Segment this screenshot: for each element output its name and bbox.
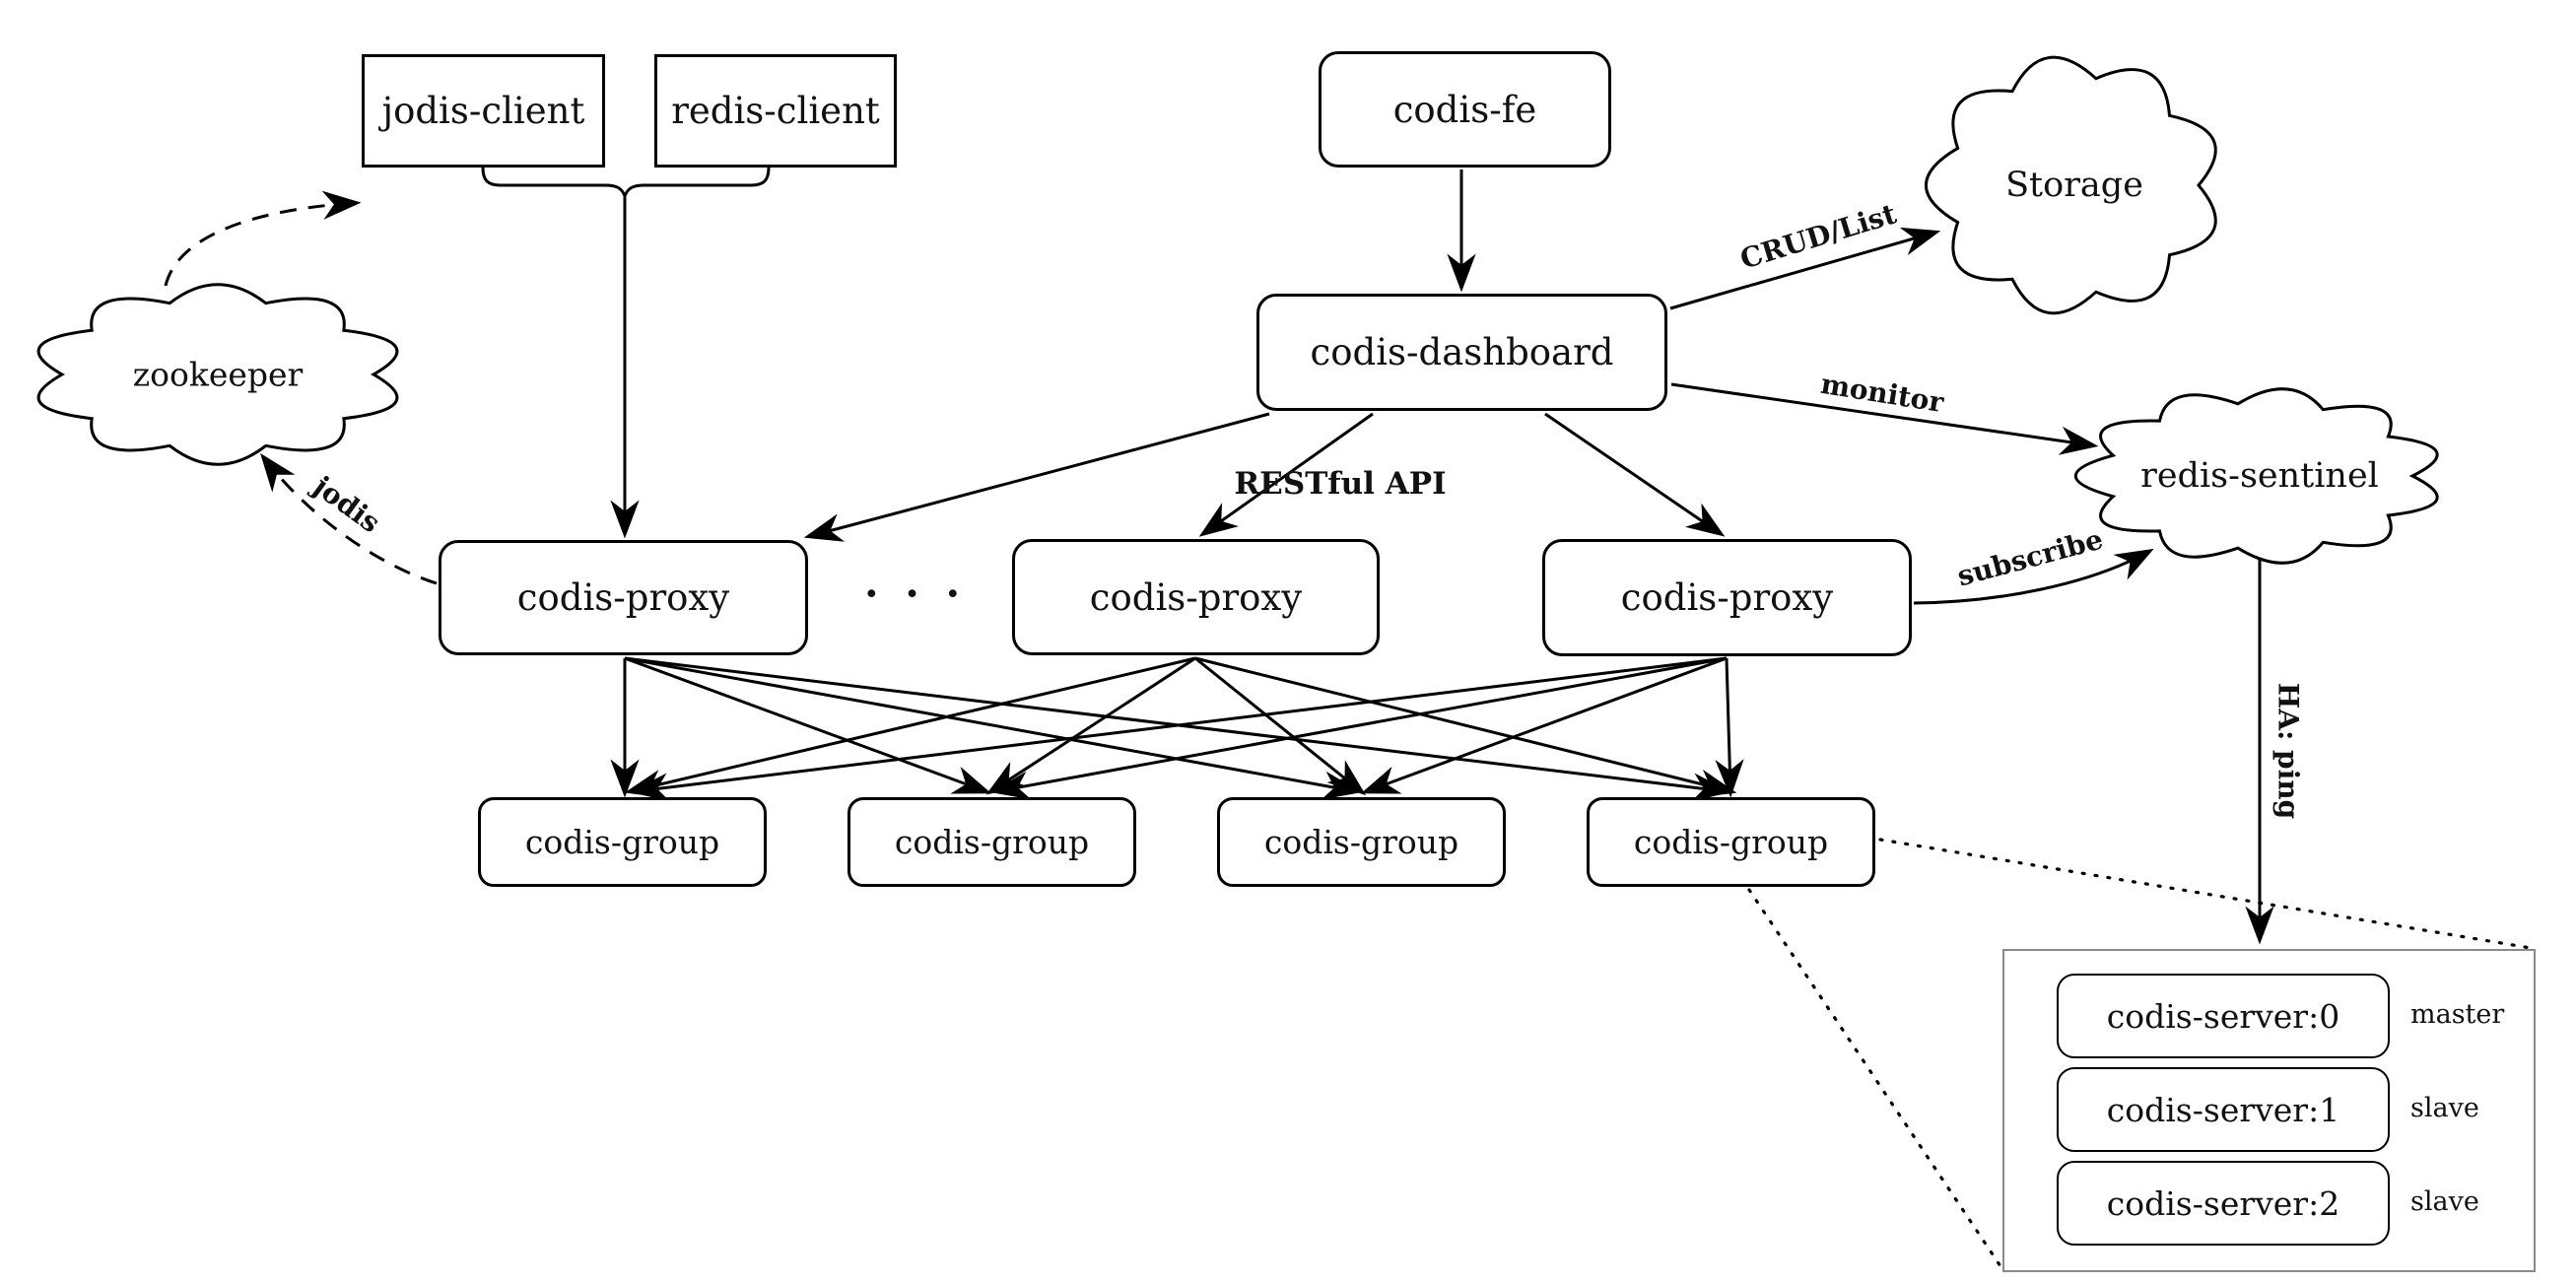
edge-proxy2-group3 xyxy=(1194,656,1367,796)
edge-dashboard-to-sentinel xyxy=(1670,382,2099,455)
edge-group4-container-bottom-dotted xyxy=(1747,888,2004,1271)
redis-sentinel-cloud xyxy=(2074,387,2439,565)
node-codis-group-2: codis-group xyxy=(847,797,1136,887)
edge-proxy2-group4 xyxy=(1194,656,1737,798)
redis-sentinel-cloud-label: redis-sentinel xyxy=(2140,456,2379,496)
node-codis-group-3: codis-group xyxy=(1217,797,1506,887)
edge-dashboard-to-storage xyxy=(1669,227,1941,310)
node-codis-server-1-label: codis-server:1 xyxy=(2106,1090,2340,1129)
node-codis-fe-label: codis-fe xyxy=(1392,88,1537,131)
storage-cloud-label: Storage xyxy=(2005,166,2143,205)
node-codis-proxy-2: codis-proxy xyxy=(1012,539,1380,655)
node-codis-group-1-label: codis-group xyxy=(524,823,720,861)
edge-label-ha-ping: HA: ping xyxy=(2271,682,2305,820)
node-codis-server-0: codis-server:0 xyxy=(2057,974,2390,1058)
node-codis-proxy-3-label: codis-proxy xyxy=(1620,576,1834,619)
node-redis-client: redis-client xyxy=(654,54,897,168)
node-codis-server-1: codis-server:1 xyxy=(2057,1067,2390,1152)
edge-proxy3-group4 xyxy=(1715,657,1744,798)
edge-proxy3-group2 xyxy=(990,656,1728,800)
edge-zookeeper-to-jodis-client-dashed xyxy=(164,190,362,287)
edge-group4-container-top-dotted xyxy=(1878,838,2533,950)
edge-proxy1-group3 xyxy=(624,656,1362,800)
edge-proxy1-group2 xyxy=(624,656,992,794)
edge-proxy2-group2 xyxy=(985,656,1196,795)
zookeeper-cloud-label: zookeeper xyxy=(132,355,304,394)
edge-label-restful-api: RESTful API xyxy=(1234,466,1447,502)
edge-dashboard-to-proxy2 xyxy=(1198,412,1374,537)
clients-brace xyxy=(481,167,771,201)
node-codis-dashboard-label: codis-dashboard xyxy=(1310,331,1614,373)
node-jodis-client-label: jodis-client xyxy=(381,90,585,132)
edge-proxy3-group1 xyxy=(630,656,1728,802)
node-codis-proxy-1: codis-proxy xyxy=(439,540,808,655)
node-codis-dashboard: codis-dashboard xyxy=(1256,294,1667,411)
edge-dashboard-to-proxy1 xyxy=(803,412,1270,542)
server-0-role-label: master xyxy=(2410,999,2505,1030)
node-codis-group-4: codis-group xyxy=(1587,797,1875,887)
node-codis-group-4-label: codis-group xyxy=(1633,823,1829,861)
zookeeper-cloud xyxy=(36,283,399,466)
node-codis-group-2-label: codis-group xyxy=(894,823,1090,861)
storage-cloud xyxy=(1924,55,2217,315)
node-codis-proxy-3: codis-proxy xyxy=(1542,539,1912,656)
edge-proxy3-group3 xyxy=(1360,656,1728,794)
node-jodis-client: jodis-client xyxy=(362,54,605,168)
node-codis-proxy-1-label: codis-proxy xyxy=(516,576,730,619)
edge-dashboard-to-proxy3 xyxy=(1544,412,1726,537)
node-redis-client-label: redis-client xyxy=(671,90,880,132)
server-1-role-label: slave xyxy=(2410,1093,2479,1123)
node-codis-group-3-label: codis-group xyxy=(1263,823,1459,861)
node-codis-server-0-label: codis-server:0 xyxy=(2106,996,2340,1036)
node-codis-proxy-2-label: codis-proxy xyxy=(1089,575,1303,619)
node-codis-server-2: codis-server:2 xyxy=(2057,1161,2390,1246)
proxy-ellipsis: · · · xyxy=(864,570,967,618)
node-codis-group-1: codis-group xyxy=(478,797,767,887)
node-codis-server-2-label: codis-server:2 xyxy=(2106,1183,2340,1223)
edge-proxy2-group1 xyxy=(624,656,1196,798)
edge-proxy3-subscribe-sentinel xyxy=(1913,548,2154,605)
node-codis-fe: codis-fe xyxy=(1319,51,1611,168)
server-2-role-label: slave xyxy=(2410,1186,2479,1217)
